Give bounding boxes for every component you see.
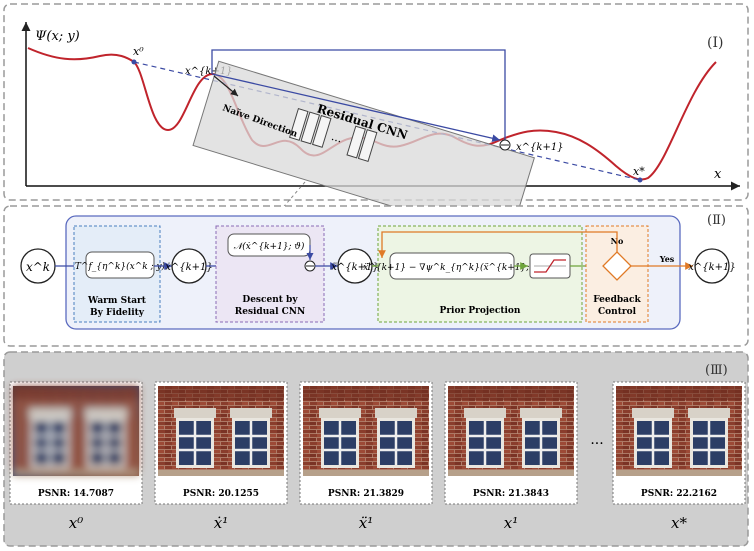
- descent-label-1: Descent by: [242, 295, 298, 305]
- node-xdot-label: ẋ^{k+1}: [165, 262, 213, 273]
- warm-start-label-2: By Fidelity: [90, 308, 145, 318]
- warm-start-formula: T^f_{η^k}(x^k ; y): [75, 261, 166, 272]
- skip-connection: [211, 49, 506, 140]
- yes-label: Yes: [659, 254, 675, 264]
- panel-2-label: (Ⅱ): [707, 213, 726, 228]
- x-axis-label: x: [714, 167, 722, 182]
- point-xstar: [637, 177, 643, 183]
- cnn-path-arrow: [211, 73, 501, 143]
- cnn-formula: 𝒩(ẋ^{k+1}; ϑ): [234, 241, 305, 252]
- residual-cnn-box: Residual CNN ...: [192, 60, 535, 243]
- caption-xstar: x*: [671, 514, 687, 532]
- result-image-x0: PSNR: 14.7087: [9, 381, 143, 505]
- psnr-x0: PSNR: 14.7087: [38, 489, 114, 499]
- panel-1-label: (Ⅰ): [707, 35, 723, 51]
- psnr-x1: PSNR: 21.3843: [473, 489, 549, 499]
- caption-xddot1: ẍ¹: [359, 514, 373, 532]
- caption-xdot1: ẋ¹: [214, 514, 228, 532]
- psnr-xddot1: PSNR: 21.3829: [328, 489, 404, 499]
- feedback-label-2: Control: [598, 307, 637, 317]
- point-x0: [131, 59, 137, 65]
- cnn-dots: ...: [330, 130, 344, 146]
- point-x0-label: x⁰: [133, 45, 144, 58]
- naive-direction-line: [133, 61, 641, 181]
- caption-x0: x⁰: [69, 514, 83, 532]
- point-xk1-label: x^{k+1}: [185, 66, 233, 77]
- cnn-layers: ...: [289, 108, 378, 162]
- node-output-label: x^{k+1}: [688, 262, 736, 273]
- naive-direction-arrow: [213, 75, 239, 97]
- node-output: [694, 248, 730, 284]
- result-image-xstar: PSNR: 22.2162: [612, 381, 746, 505]
- warm-start-label-1: Warm Start: [87, 296, 147, 306]
- result-image-xddot1: PSNR: 21.3829: [299, 381, 433, 505]
- feedback-loop: [378, 231, 618, 258]
- psnr-xdot1: PSNR: 20.1255: [183, 489, 259, 499]
- caption-x1: x¹: [504, 514, 518, 532]
- point-xk1-bottom-label: x^{k+1}: [516, 142, 564, 153]
- prior-label: Prior Projection: [440, 306, 521, 316]
- node-xk-label: x^k: [26, 260, 50, 274]
- result-image-xdot1: PSNR: 20.1255: [154, 381, 288, 505]
- y-axis-label: Ψ(x; y): [35, 29, 80, 44]
- result-image-x1: PSNR: 21.3843: [444, 381, 578, 505]
- warm-start-formula-box: [85, 251, 155, 279]
- ellipsis: ···: [590, 436, 603, 452]
- panel-3-label: (Ⅲ): [705, 363, 728, 378]
- psnr-xstar: PSNR: 22.2162: [641, 489, 717, 499]
- point-xstar-label: x*: [633, 165, 645, 178]
- descent-label-2: Residual CNN: [235, 307, 306, 317]
- decision-diamond: [602, 251, 632, 281]
- feedback-label-1: Feedback: [593, 295, 641, 305]
- node-xddot-label: ẍ^{k+1}: [331, 262, 379, 273]
- prior-formula: ẍ^{k+1} − ∇ψ^k_{η^k}(ẍ^{k+1}; y): [363, 262, 541, 273]
